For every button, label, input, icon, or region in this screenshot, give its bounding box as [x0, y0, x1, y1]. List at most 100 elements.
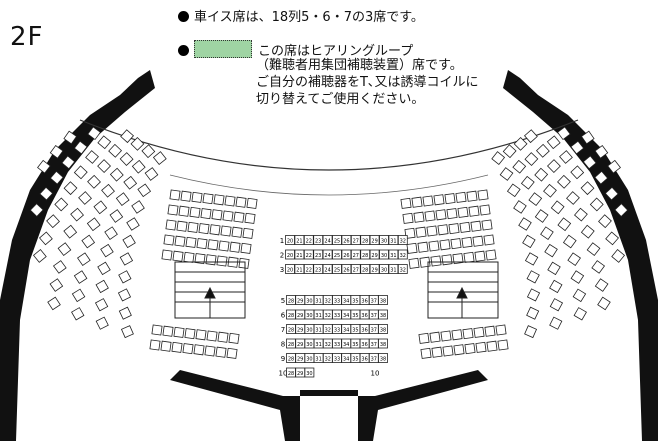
seat[interactable]: [200, 208, 212, 220]
seat[interactable]: [126, 217, 140, 231]
seat[interactable]: [534, 209, 549, 223]
seat[interactable]: [413, 211, 425, 223]
seat[interactable]: [118, 306, 132, 320]
seat[interactable]: [246, 197, 258, 209]
seat[interactable]: [303, 249, 314, 260]
seat[interactable]: [350, 235, 361, 245]
seat[interactable]: [411, 196, 423, 208]
seat[interactable]: [506, 183, 521, 198]
seat[interactable]: [49, 170, 64, 185]
seat[interactable]: [580, 224, 595, 239]
seat[interactable]: [422, 195, 434, 207]
seat[interactable]: [406, 242, 418, 254]
seat[interactable]: [418, 332, 430, 344]
seat[interactable]: [141, 144, 156, 159]
seat[interactable]: [580, 181, 595, 196]
seat[interactable]: [417, 241, 429, 253]
seat[interactable]: [238, 257, 250, 269]
seat[interactable]: [446, 208, 458, 220]
seat[interactable]: [589, 197, 604, 212]
seat[interactable]: [459, 221, 471, 233]
seat[interactable]: [303, 235, 314, 245]
seat[interactable]: [119, 152, 134, 166]
seat[interactable]: [573, 207, 588, 222]
seat[interactable]: [52, 260, 67, 274]
seat[interactable]: [194, 253, 206, 265]
seat[interactable]: [549, 298, 564, 312]
seat[interactable]: [122, 234, 136, 249]
seat[interactable]: [522, 234, 536, 249]
seat[interactable]: [397, 249, 408, 260]
seat[interactable]: [526, 270, 540, 284]
seat[interactable]: [448, 223, 460, 235]
seat[interactable]: [115, 192, 130, 207]
seat[interactable]: [513, 200, 527, 214]
seat[interactable]: [477, 189, 489, 201]
seat[interactable]: [226, 347, 238, 359]
seat[interactable]: [29, 203, 44, 217]
seat[interactable]: [185, 236, 197, 248]
seat[interactable]: [350, 264, 361, 274]
seat[interactable]: [464, 343, 476, 355]
seat[interactable]: [228, 332, 240, 344]
seat[interactable]: [557, 217, 572, 232]
seat[interactable]: [206, 330, 218, 342]
seat[interactable]: [73, 270, 88, 284]
seat[interactable]: [535, 143, 550, 158]
seat[interactable]: [242, 227, 254, 239]
seat[interactable]: [193, 344, 205, 356]
seat[interactable]: [462, 328, 474, 340]
seat[interactable]: [594, 278, 609, 292]
seat[interactable]: [442, 345, 454, 357]
seat[interactable]: [524, 152, 539, 166]
seat[interactable]: [173, 326, 185, 338]
seat[interactable]: [304, 367, 315, 378]
seat[interactable]: [100, 243, 114, 258]
seat[interactable]: [152, 151, 167, 165]
seat[interactable]: [455, 191, 467, 203]
seat[interactable]: [451, 329, 463, 341]
seat[interactable]: [484, 325, 496, 337]
seat[interactable]: [46, 214, 60, 229]
seat[interactable]: [120, 325, 134, 339]
seat[interactable]: [485, 249, 497, 261]
seat[interactable]: [165, 219, 177, 231]
seat[interactable]: [224, 195, 236, 207]
seat[interactable]: [435, 209, 447, 221]
seat[interactable]: [78, 191, 92, 205]
seat[interactable]: [397, 264, 408, 274]
seat[interactable]: [49, 144, 64, 159]
seat[interactable]: [217, 331, 229, 343]
seat[interactable]: [524, 252, 539, 266]
seat[interactable]: [207, 239, 219, 251]
seat[interactable]: [220, 225, 232, 237]
seat[interactable]: [475, 341, 487, 353]
seat[interactable]: [526, 288, 541, 302]
seat[interactable]: [108, 143, 123, 158]
seat[interactable]: [144, 167, 159, 181]
seat[interactable]: [131, 200, 145, 214]
seat[interactable]: [566, 191, 580, 205]
seat[interactable]: [61, 155, 76, 170]
seat[interactable]: [49, 278, 64, 292]
seat[interactable]: [176, 220, 188, 232]
seat[interactable]: [572, 288, 587, 303]
seat[interactable]: [594, 170, 609, 185]
seat[interactable]: [97, 261, 111, 276]
seat[interactable]: [109, 209, 124, 223]
seat[interactable]: [119, 252, 134, 266]
seat[interactable]: [38, 231, 53, 246]
seat[interactable]: [513, 136, 528, 151]
seat[interactable]: [182, 343, 194, 355]
seat[interactable]: [481, 219, 493, 231]
seat[interactable]: [430, 255, 442, 267]
seat[interactable]: [597, 296, 611, 311]
seat[interactable]: [540, 226, 554, 240]
seat[interactable]: [187, 221, 199, 233]
seat[interactable]: [39, 186, 54, 201]
seat[interactable]: [426, 225, 438, 237]
seat[interactable]: [244, 212, 256, 224]
seat[interactable]: [211, 209, 223, 221]
seat[interactable]: [559, 150, 573, 164]
seat[interactable]: [104, 226, 118, 240]
